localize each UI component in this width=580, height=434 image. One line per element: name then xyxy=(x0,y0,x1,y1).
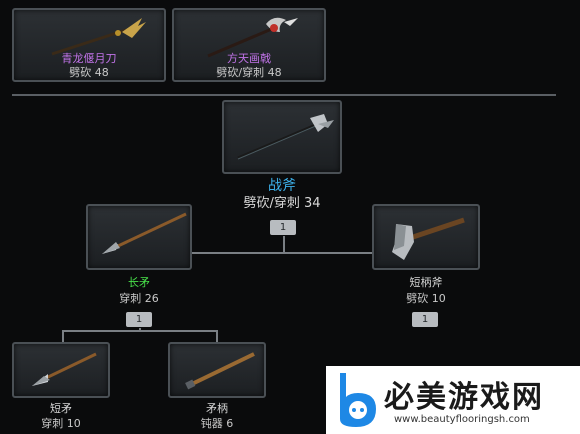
count-badge-duanbingfu: 1 xyxy=(412,312,438,327)
connector-left-down xyxy=(139,328,141,332)
weapon-name-duanmao: 短矛 xyxy=(50,402,72,415)
spear-shaft-icon xyxy=(185,352,255,390)
battle-axe-icon xyxy=(237,114,334,160)
section-divider xyxy=(12,94,556,96)
weapon-name-zhanfu: 战斧 xyxy=(268,178,296,194)
count-badge-changmao: 1 xyxy=(126,312,152,327)
connector-root-horizontal xyxy=(176,252,374,254)
weapon-slot-maobing[interactable] xyxy=(168,342,266,398)
weapon-stat-qinglong: 劈砍 48 xyxy=(69,66,109,79)
hatchet-icon xyxy=(392,217,465,260)
weapon-stat-changmao: 穿刺 26 xyxy=(119,292,159,305)
weapon-name-qinglong: 青龙偃月刀 xyxy=(61,52,117,65)
halberd-icon xyxy=(207,17,298,58)
weapon-slot-qinglong[interactable] xyxy=(12,8,166,82)
weapon-name-duanbingfu: 短柄斧 xyxy=(409,276,443,289)
site-watermark: 必美游戏网 www.beautyflooringsh.com xyxy=(326,366,580,434)
weapon-name-changmao: 长矛 xyxy=(128,276,150,289)
weapon-name-fangtian: 方天画戟 xyxy=(227,52,271,65)
spear-icon xyxy=(102,212,187,254)
connector-root-down xyxy=(283,236,285,254)
weapon-stat-zhanfu: 劈砍/穿刺 34 xyxy=(243,196,321,211)
weapon-slot-duanbingfu[interactable] xyxy=(372,204,480,270)
weapon-slot-zhanfu[interactable] xyxy=(222,100,342,174)
short-spear-icon xyxy=(32,352,97,386)
connector-leaf1-down xyxy=(62,330,64,342)
count-badge-zhanfu: 1 xyxy=(270,220,296,235)
watermark-url: www.beautyflooringsh.com xyxy=(394,414,530,425)
weapon-slot-changmao[interactable] xyxy=(86,204,192,270)
glaive-icon xyxy=(51,18,146,56)
watermark-text: 必美游戏网 xyxy=(384,380,544,415)
weapon-name-maobing: 矛柄 xyxy=(206,402,228,415)
weapon-slot-fangtian[interactable] xyxy=(172,8,326,82)
watermark-logo-icon xyxy=(340,373,376,427)
weapon-slot-duanmao[interactable] xyxy=(12,342,110,398)
weapon-stat-maobing: 钝器 6 xyxy=(200,417,234,430)
connector-leaf2-down xyxy=(216,330,218,342)
weapon-stat-duanmao: 穿刺 10 xyxy=(41,417,81,430)
weapon-stat-duanbingfu: 劈砍 10 xyxy=(406,292,446,305)
weapon-stat-fangtian: 劈砍/穿刺 48 xyxy=(216,66,282,79)
